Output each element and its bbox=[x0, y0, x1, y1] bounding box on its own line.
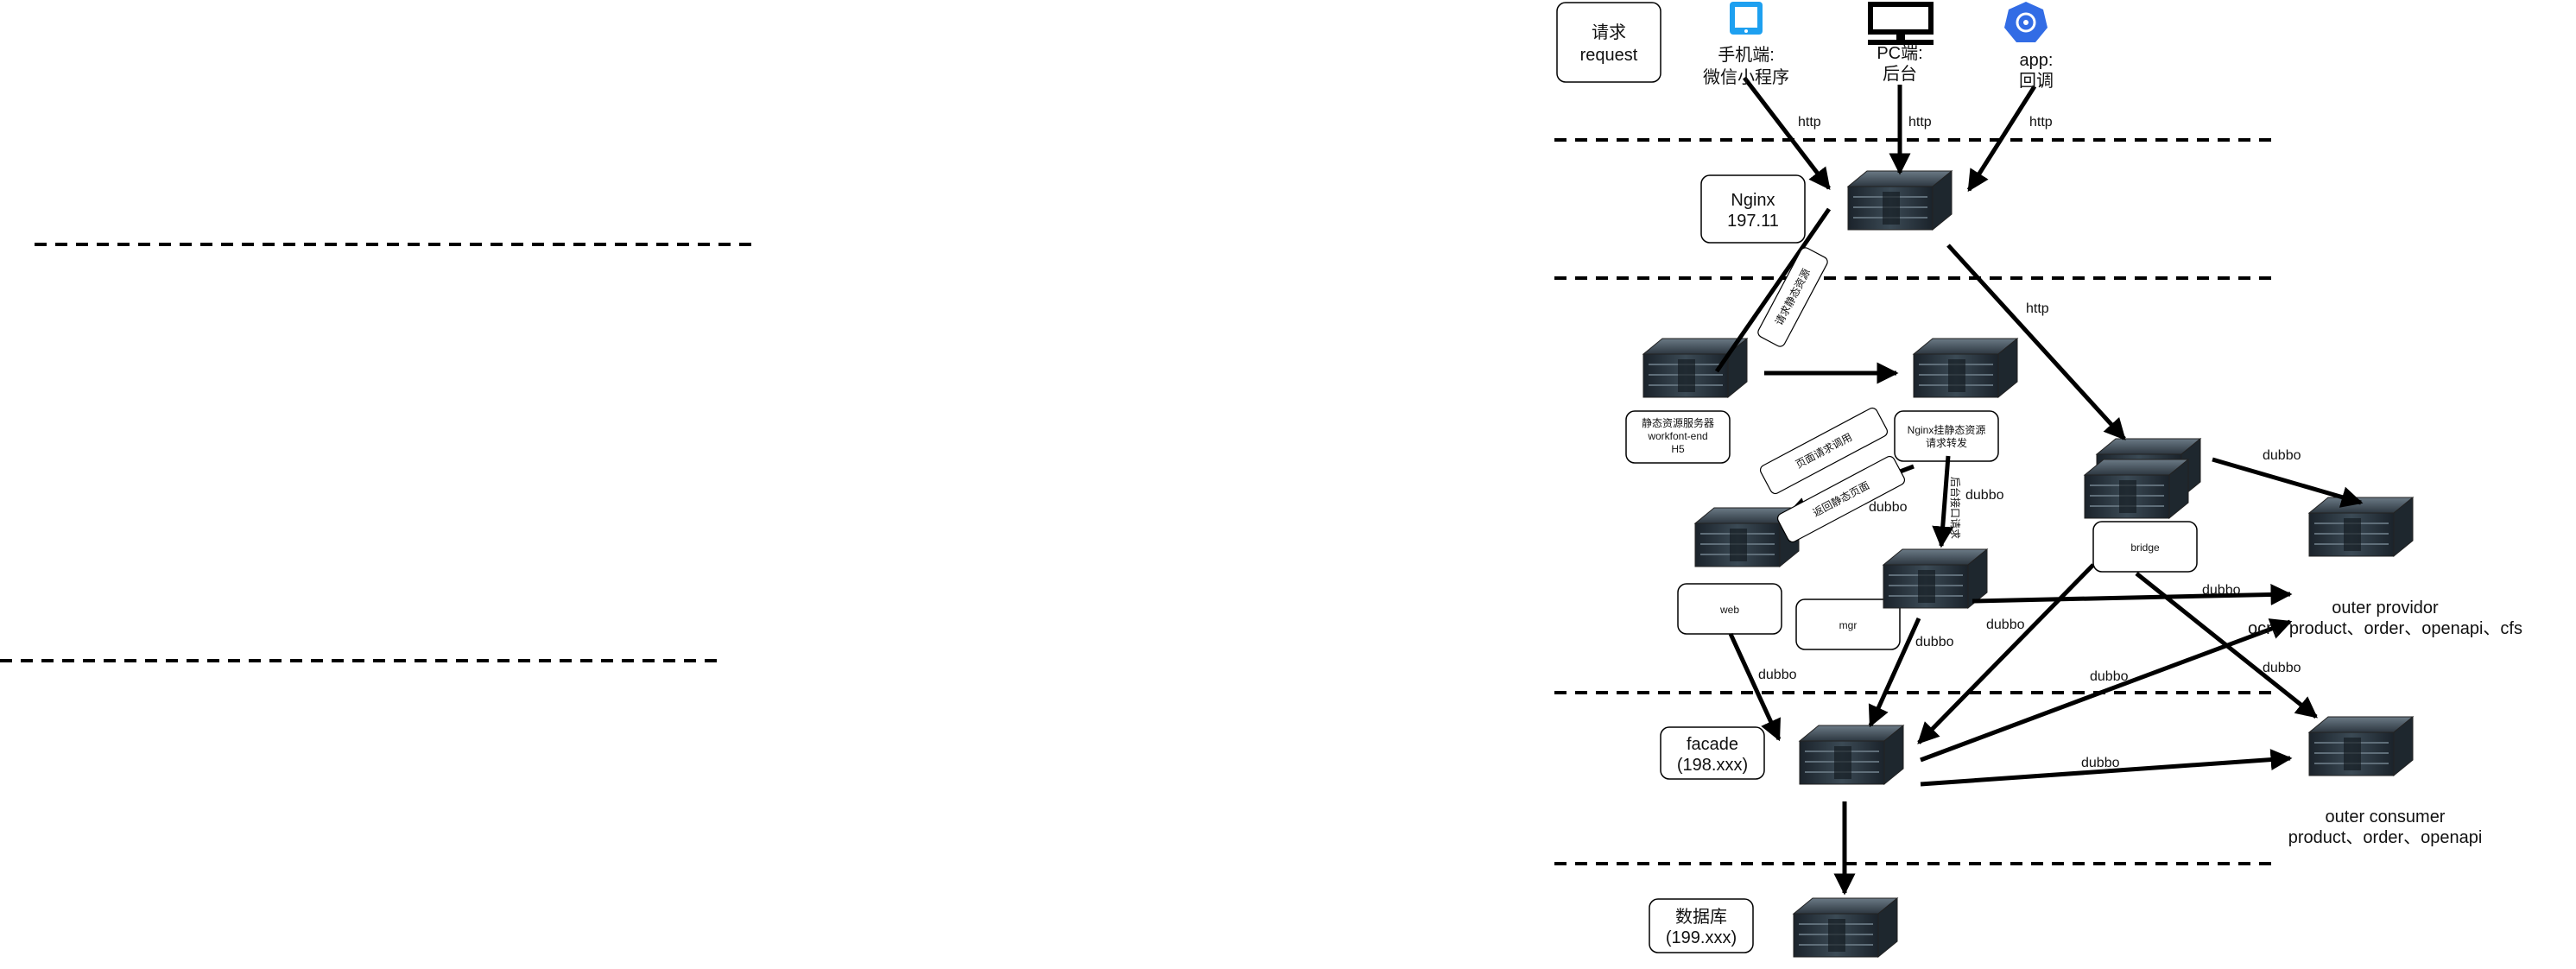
edge-label-http-bridge: http bbox=[2026, 301, 2049, 316]
arrow-web-facade bbox=[1728, 632, 1782, 742]
arrow-facade-consumer bbox=[1920, 749, 2293, 787]
consumer-label-1: outer consumer bbox=[2326, 808, 2446, 826]
nginx-static-server-icon bbox=[1913, 338, 2018, 398]
monitor-icon bbox=[1868, 2, 1934, 45]
bridge-server-front-icon bbox=[2084, 459, 2189, 519]
nginx-box bbox=[1700, 174, 1806, 244]
static-label-1: 静态资源服务器 bbox=[1642, 416, 1714, 429]
arrow-facade-providor bbox=[1920, 618, 2293, 763]
arrow-bridge-providor bbox=[2212, 457, 2364, 508]
edge-label-dubbo-nginx-mgr: dubbo bbox=[1965, 488, 2004, 503]
database-server-icon bbox=[1793, 897, 1898, 958]
edge-label-dubbo-mgr-facade: dubbo bbox=[1915, 635, 1954, 649]
edge-label-dubbo-bridge-consumer: dubbo bbox=[2263, 661, 2301, 675]
node-labels: 请求 request 手机端: 微信小程序 PC端: 后台 app: 回调 Ng… bbox=[1580, 22, 2522, 947]
providor-label-2: ocr、product、order、openapi、cfs bbox=[2248, 619, 2522, 638]
request-label-1: 请求 bbox=[1592, 22, 1626, 42]
request-box bbox=[1556, 2, 1661, 83]
edge-label-dubbo-mgr-providor: dubbo bbox=[2202, 583, 2241, 598]
static-label-3: H5 bbox=[1671, 443, 1685, 455]
tag-backend-request: 后台接口请求 bbox=[1949, 477, 1962, 539]
edge-label-dubbo-bridge-facade: dubbo bbox=[1986, 618, 2025, 632]
nginx-label-1: Nginx bbox=[1731, 191, 1775, 210]
bridge-box bbox=[2092, 521, 2198, 573]
static-server-box bbox=[1625, 410, 1731, 464]
nginx-static-box bbox=[1894, 410, 1999, 462]
mgr-label: mgr bbox=[1839, 619, 1858, 631]
facade-box bbox=[1660, 726, 1765, 780]
mobile-label-2: 微信小程序 bbox=[1703, 67, 1789, 87]
edge-label-dubbo-web-mgr: dubbo bbox=[1869, 500, 1908, 515]
app-label-2: 回调 bbox=[2019, 71, 2054, 91]
arrow-nginxstatic-mgr bbox=[1932, 455, 1954, 548]
edge-label-http-pc: http bbox=[1908, 115, 1932, 130]
nginx-server-icon bbox=[1847, 170, 1953, 231]
app-label-1: app: bbox=[2020, 51, 2054, 70]
consumer-label-2: product、order、openapi bbox=[2288, 828, 2483, 847]
svg-text:后台接口请求: 后台接口请求 bbox=[1949, 477, 1962, 539]
edge-label-dubbo-web-facade: dubbo bbox=[1758, 668, 1797, 682]
facade-label-2: (198.xxx) bbox=[1677, 756, 1748, 775]
kubernetes-icon bbox=[2004, 2, 2048, 42]
arrow-nginx-bridge bbox=[1946, 244, 2126, 440]
web-label: web bbox=[1719, 604, 1739, 616]
arrow-mobile-nginx bbox=[1743, 76, 1831, 190]
pc-label-2: 后台 bbox=[1883, 64, 1917, 84]
request-label-2: request bbox=[1580, 46, 1638, 65]
nginxstatic-label-2: 请求转发 bbox=[1926, 436, 1967, 449]
dashed-separators bbox=[0, 138, 2271, 865]
mgr-box bbox=[1795, 598, 1901, 650]
mgr-server-icon bbox=[1883, 548, 1988, 609]
arrow-bridge-facade bbox=[1917, 563, 2095, 744]
outer-consumer-server-icon bbox=[2308, 716, 2414, 776]
facade-label-1: facade bbox=[1687, 735, 1738, 754]
edge-label-dubbo-bridge-providor: dubbo bbox=[2263, 448, 2301, 463]
arrow-app-nginx bbox=[1966, 85, 2037, 193]
web-box bbox=[1677, 583, 1782, 635]
outer-providor-server-icon bbox=[2308, 497, 2414, 557]
edge-label-dubbo-facade-consumer: dubbo bbox=[2081, 756, 2120, 770]
edge-label-http-mobile: http bbox=[1798, 115, 1821, 130]
facade-server-icon bbox=[1799, 725, 1904, 785]
arrow-mgr-facade bbox=[1868, 617, 1921, 728]
providor-label-1: outer providor bbox=[2332, 598, 2439, 618]
edge-labels: http http http http dubbo dubbo dubbo du… bbox=[1758, 115, 2301, 770]
database-label-2: (199.xxx) bbox=[1666, 928, 1737, 947]
tag-page-call: 页面请求调用 bbox=[1759, 407, 1889, 495]
nginx-label-2: 197.11 bbox=[1727, 212, 1779, 231]
edge-label-http-app: http bbox=[2029, 115, 2053, 130]
database-box bbox=[1649, 898, 1754, 953]
bridge-label: bridge bbox=[2130, 542, 2160, 554]
mobile-label-1: 手机端: bbox=[1718, 45, 1775, 65]
database-label-1: 数据库 bbox=[1675, 907, 1727, 927]
pc-label-1: PC端: bbox=[1877, 43, 1922, 63]
edge-label-dubbo-facade-providor: dubbo bbox=[2090, 669, 2129, 684]
nginxstatic-label-1: Nginx挂静态资源 bbox=[1908, 424, 1986, 436]
arrow-mgr-providor bbox=[1972, 583, 2293, 605]
line-nginx-static bbox=[1714, 207, 1832, 373]
static-label-2: workfont-end bbox=[1647, 430, 1707, 442]
tablet-icon bbox=[1730, 2, 1763, 35]
